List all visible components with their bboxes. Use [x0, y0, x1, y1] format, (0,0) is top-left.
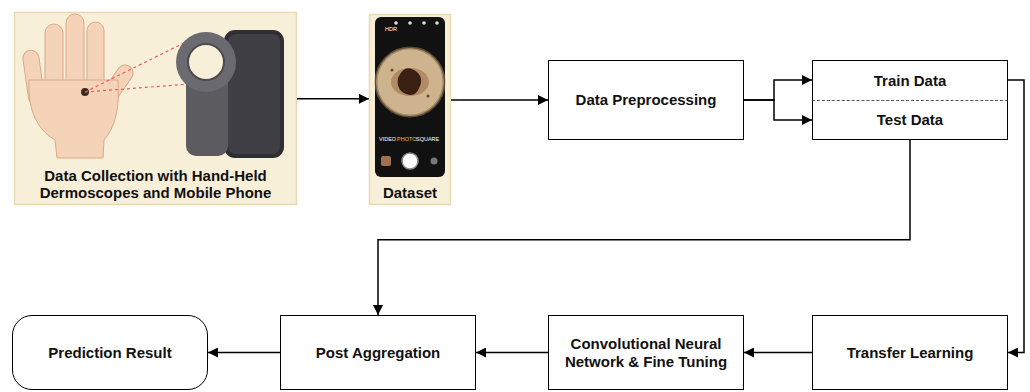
terminal-box: Prediction Result — [12, 315, 208, 390]
switch-icon — [431, 158, 438, 165]
shutter-button — [402, 153, 418, 169]
process-box: Data Preprocessing — [548, 60, 744, 140]
screen-frame — [375, 17, 445, 177]
lesion-halo — [391, 68, 429, 96]
screen-icon — [394, 21, 398, 25]
dermoscopy-field — [376, 48, 444, 116]
node-text: Post Aggregation — [316, 344, 440, 361]
gallery-thumbnail — [381, 156, 391, 166]
phone-screenshot — [375, 17, 445, 177]
flow-arrow — [378, 140, 910, 315]
flow-arrow — [744, 352, 812, 354]
screen-label: VIDEO — [379, 137, 396, 143]
dermoscopy-rim — [376, 48, 444, 116]
lesion-dot — [427, 95, 430, 98]
screen-label: SQUARE — [416, 137, 439, 143]
node-text: Convolutional Neural Network & Fine Tuni… — [557, 335, 735, 370]
lesion — [398, 68, 421, 95]
screen-icon — [408, 21, 412, 25]
process-box: Post Aggregation — [280, 315, 476, 390]
data-split-box: Train Data — [812, 60, 1008, 100]
node-text: Prediction Result — [48, 344, 171, 361]
flow-arrow — [744, 100, 812, 120]
illustration-panel: Data Collection with Hand-Held Dermoscop… — [14, 12, 297, 205]
panel-background — [15, 13, 297, 205]
panel-background — [370, 15, 451, 205]
flow-arrow — [208, 352, 280, 354]
dermoscope-illustration — [176, 32, 236, 156]
phone-face — [228, 34, 280, 154]
node-text: Dataset — [383, 184, 437, 201]
node-text: Train Data — [874, 72, 947, 89]
data-split-box: Test Data — [812, 100, 1008, 140]
hand-palm — [29, 80, 119, 158]
flow-arrow — [451, 99, 548, 101]
node-text: Transfer Learning — [847, 344, 974, 361]
dataset-panel: Dataset — [369, 14, 451, 205]
lesion-dot — [391, 69, 394, 72]
sight-line — [85, 84, 190, 92]
node-text: Data Preprocessing — [576, 91, 717, 108]
flow-arrow — [297, 98, 369, 100]
dermoscope-lens — [188, 44, 224, 80]
sight-line — [85, 42, 186, 92]
node-text: Data Collection with Hand-Held Dermoscop… — [22, 167, 289, 202]
dermoscope-ring — [176, 32, 236, 92]
screen-icon — [422, 21, 426, 25]
process-box: Transfer Learning — [812, 315, 1008, 390]
screen-label: HDR — [385, 27, 397, 33]
process-box: Convolutional Neural Network & Fine Tuni… — [548, 315, 744, 390]
hand-illustration — [22, 14, 136, 158]
screen-label: PHOTO — [397, 137, 416, 143]
flow-arrow — [476, 352, 548, 354]
flow-arrow — [744, 80, 812, 100]
screen-icon — [435, 21, 439, 25]
flow-arrow — [1008, 80, 1024, 353]
node-text: Test Data — [877, 111, 943, 128]
